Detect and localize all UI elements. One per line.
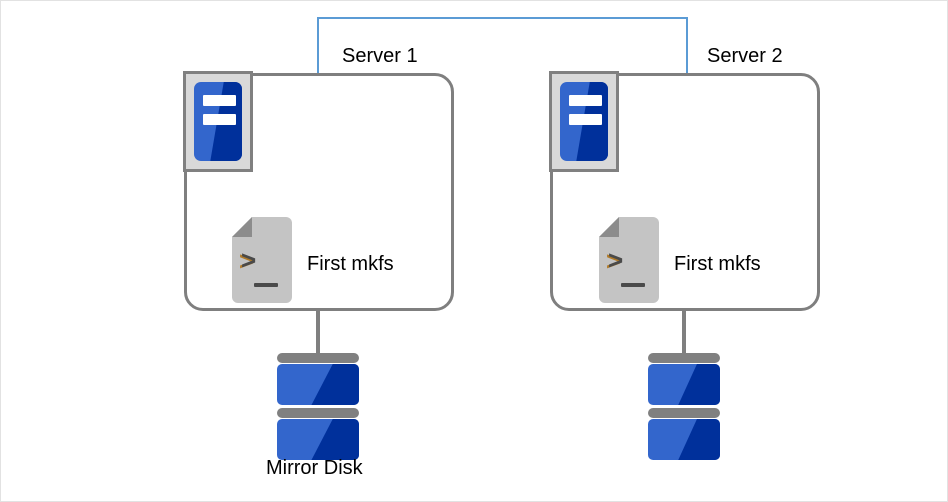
- disk-platter-bottom: [277, 419, 359, 460]
- server-icon-bar-top: [203, 95, 236, 106]
- mirror-disk-label: Mirror Disk: [266, 457, 363, 479]
- server-icon: [549, 71, 619, 172]
- disk-platter-shade: [678, 419, 720, 460]
- server-1-label: Server 1: [342, 45, 418, 67]
- disk-stack-icon: [648, 353, 720, 460]
- server-icon-bar-top: [569, 95, 602, 106]
- disk-bar-middle: [648, 408, 720, 418]
- prompt-glyph: >: [241, 245, 257, 275]
- server-icon-bar-bottom: [569, 114, 602, 125]
- disk-platter-bottom: [648, 419, 720, 460]
- server-1-operation-label: First mkfs: [307, 253, 394, 275]
- server-2-operation-label: First mkfs: [674, 253, 761, 275]
- server-icon: [183, 71, 253, 172]
- server-icon-body: [194, 82, 242, 161]
- prompt-cursor-icon: [254, 283, 278, 287]
- server-1-disk-connector: [316, 309, 320, 359]
- server-2-disk-connector: [682, 309, 686, 359]
- disk-platter-shade: [311, 364, 359, 405]
- disk-platter-top: [648, 364, 720, 405]
- prompt-cursor-icon: [621, 283, 645, 287]
- disk-bar-top: [277, 353, 359, 363]
- disk-bar-middle: [277, 408, 359, 418]
- disk-stack-icon: [277, 353, 359, 460]
- disk-platter-shade: [311, 419, 359, 460]
- disk-bar-top: [648, 353, 720, 363]
- terminal-script-icon: >: [232, 217, 292, 303]
- disk-platter-shade: [678, 364, 720, 405]
- network-interconnect-bracket: [317, 17, 688, 75]
- document-fold-corner: [599, 217, 619, 237]
- server-icon-body: [560, 82, 608, 161]
- disk-platter-top: [277, 364, 359, 405]
- server-icon-bar-bottom: [203, 114, 236, 125]
- document-fold-corner: [232, 217, 252, 237]
- server-2-label: Server 2: [707, 45, 783, 67]
- prompt-glyph: >: [608, 245, 624, 275]
- terminal-script-icon: >: [599, 217, 659, 303]
